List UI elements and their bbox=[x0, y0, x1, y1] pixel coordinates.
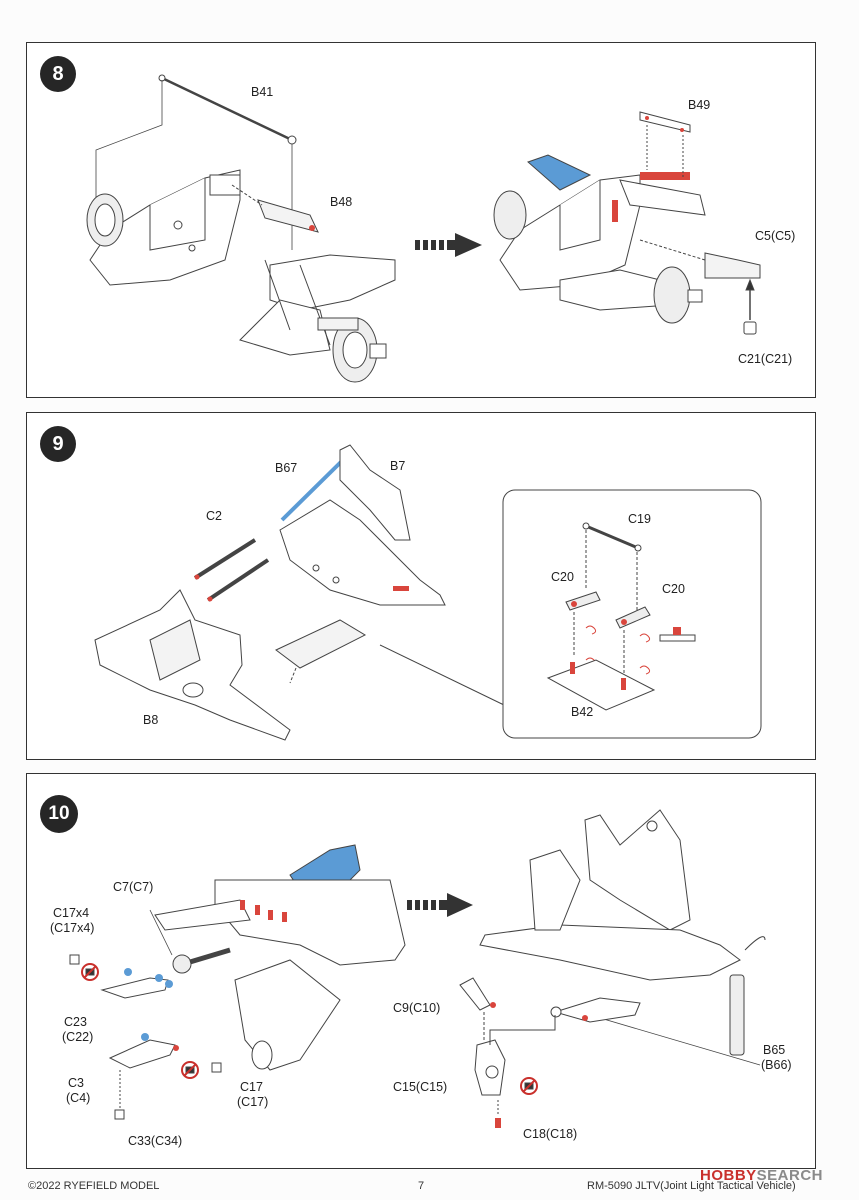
part-label-c20-right: C20 bbox=[662, 582, 685, 596]
footer-copyright: ©2022 RYEFIELD MODEL bbox=[28, 1180, 160, 1192]
watermark-logo: HOBBYSEARCH bbox=[700, 1167, 823, 1184]
part-label-c23: C23 bbox=[64, 1015, 87, 1029]
part-label-b65: B65 bbox=[763, 1043, 786, 1057]
part-label-c5: C5(C5) bbox=[755, 229, 796, 243]
part-label-b67: B67 bbox=[275, 461, 298, 475]
part-label-b7: B7 bbox=[390, 459, 406, 473]
part-label-c17x4-alt: (C17x4) bbox=[50, 921, 95, 935]
part-label-c23-alt: (C22) bbox=[62, 1030, 94, 1044]
part-label-b42: B42 bbox=[571, 705, 594, 719]
step-number-8: 8 bbox=[40, 56, 76, 92]
step8-direction-arrow bbox=[415, 233, 482, 257]
part-label-c15: C15(C15) bbox=[393, 1080, 448, 1094]
part-label-c3: C3 bbox=[68, 1076, 84, 1090]
part-label-c19: C19 bbox=[628, 512, 651, 526]
part-label-c17: C17 bbox=[240, 1080, 263, 1094]
part-label-c21: C21(C21) bbox=[738, 352, 793, 366]
part-label-c33: C33(C34) bbox=[128, 1134, 183, 1148]
step-number-10: 10 bbox=[40, 795, 78, 833]
step-number-9: 9 bbox=[40, 426, 76, 462]
part-label-b41: B41 bbox=[251, 85, 274, 99]
part-label-b65-alt: (B66) bbox=[761, 1058, 792, 1072]
step9-detail-callout bbox=[379, 489, 762, 739]
step8-right-assembly bbox=[493, 111, 761, 335]
step10-left-assembly bbox=[69, 844, 406, 1120]
part-label-c7: C7(C7) bbox=[113, 880, 154, 894]
part-label-b8: B8 bbox=[143, 713, 159, 727]
footer-product: RM-5090 JLTV(Joint Light Tactical Vehicl… bbox=[587, 1180, 796, 1192]
part-label-c20-left: C20 bbox=[551, 570, 574, 584]
watermark-brand-a: HOBBY bbox=[700, 1167, 757, 1184]
step9-frame bbox=[94, 444, 446, 741]
part-label-c3-alt: (C4) bbox=[66, 1091, 91, 1105]
part-label-c17-alt: (C17) bbox=[237, 1095, 269, 1109]
part-label-b48: B48 bbox=[330, 195, 353, 209]
watermark-brand-b: SEARCH bbox=[756, 1167, 824, 1184]
step10-direction-arrow bbox=[407, 893, 473, 917]
step8-left-assembly bbox=[86, 74, 396, 383]
part-label-b49: B49 bbox=[688, 98, 711, 112]
part-label-c2: C2 bbox=[206, 509, 222, 523]
part-label-c9: C9(C10) bbox=[393, 1001, 441, 1015]
step10-right-assembly bbox=[459, 809, 766, 1128]
footer-page-number: 7 bbox=[418, 1180, 425, 1192]
part-label-c17x4: C17x4 bbox=[53, 906, 90, 920]
part-label-c18: C18(C18) bbox=[523, 1127, 578, 1141]
